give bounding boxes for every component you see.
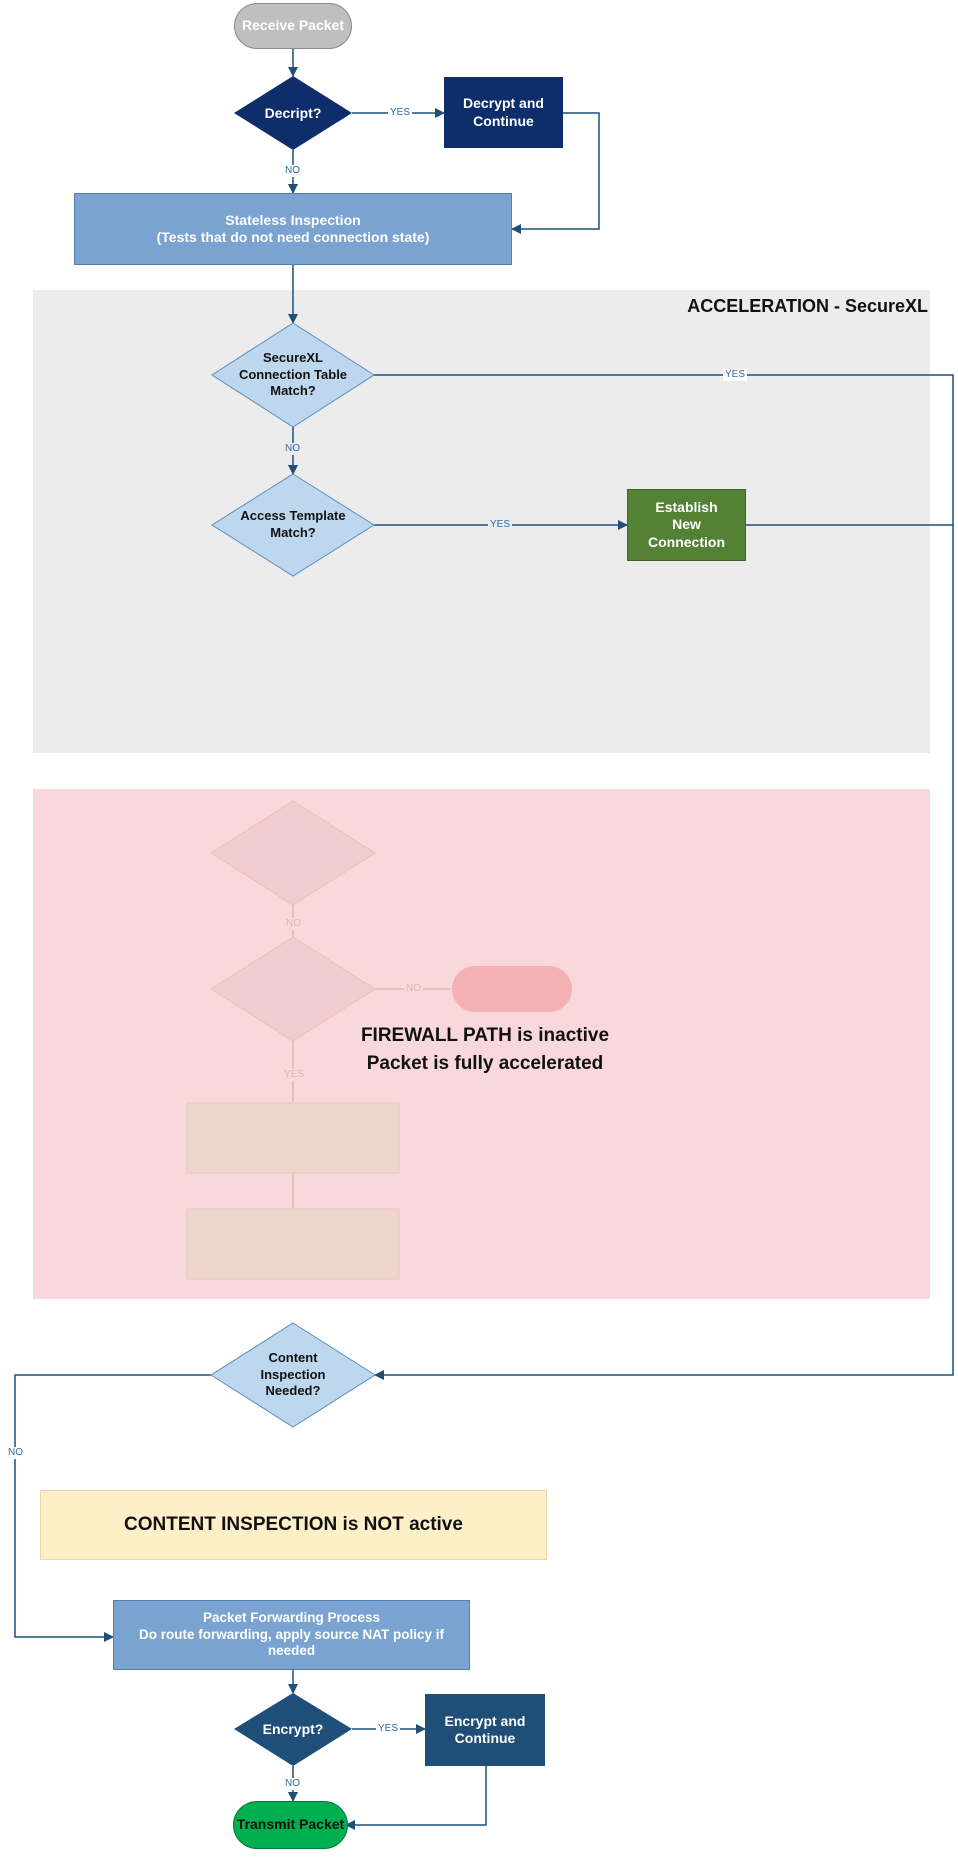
decrypt-decision-diamond — [234, 76, 352, 150]
content-status-note: CONTENT INSPECTION is NOT active — [40, 1490, 547, 1560]
decrypt-yes-label: YES — [388, 107, 413, 119]
encrypt-yes-label: YES — [376, 1723, 401, 1735]
firewall-status-note: FIREWALL PATH is inactive Packet is full… — [360, 1025, 610, 1074]
content-decision-label: Content Inspection Needed? — [260, 1349, 326, 1399]
ghost-process-box-2 — [186, 1208, 400, 1280]
stateless-inspection-box: Stateless Inspection (Tests that do not … — [74, 193, 512, 265]
securexl-decision-diamond — [211, 322, 375, 428]
securexl-yes-label: YES — [723, 369, 748, 381]
template-yes-label: YES — [488, 519, 513, 531]
ghost-discard-terminal — [452, 966, 572, 1012]
template-decision-diamond — [211, 473, 375, 577]
decrypt-no-label: NO — [283, 165, 302, 177]
encrypt-decision-diamond — [234, 1693, 352, 1766]
template-decision-label: Access Template Match? — [240, 508, 346, 540]
encrypt-no-label: NO — [283, 1778, 302, 1790]
firewall-zone — [33, 789, 930, 1299]
decrypt-decision-label: Decript? — [264, 104, 322, 121]
packet-forwarding-box: Packet Forwarding Process Do route forwa… — [113, 1600, 470, 1670]
edge-encrypt-continue-to-transmit — [345, 1766, 487, 1830]
ghost-no-label-1: NO — [284, 918, 303, 930]
securexl-decision-label: SecureXL Connection Table Match? — [238, 349, 348, 399]
content-no-label: NO — [6, 1447, 25, 1459]
encrypt-continue-box: Encrypt and Continue — [425, 1694, 545, 1766]
edge-securexl-yes — [374, 374, 954, 1380]
receive-packet-terminal: Receive Packet — [234, 3, 352, 49]
acceleration-zone — [33, 290, 930, 753]
securexl-no-label: NO — [283, 443, 302, 455]
decrypt-continue-box: Decrypt and Continue — [444, 77, 563, 148]
acceleration-zone-title: ACCELERATION - SecureXL — [687, 296, 928, 316]
establish-connection-box: Establish New Connection — [627, 489, 746, 561]
ghost-yes-label: YES — [282, 1069, 307, 1081]
edge-decrypt-continue-to-inspection — [511, 112, 600, 234]
ghost-process-box-1 — [186, 1102, 400, 1174]
ghost-no-label-2: NO — [404, 983, 423, 995]
content-decision-diamond — [210, 1322, 376, 1428]
edge-content-no — [14, 1374, 211, 1642]
transmit-packet-terminal: Transmit Packet — [233, 1801, 348, 1849]
encrypt-decision-label: Encrypt? — [262, 1721, 324, 1738]
